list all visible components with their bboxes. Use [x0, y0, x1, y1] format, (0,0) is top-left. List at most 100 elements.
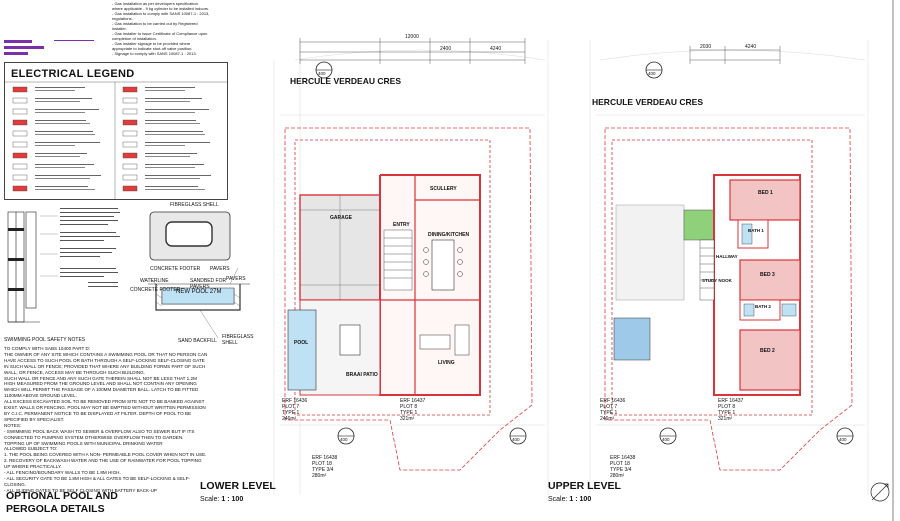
legend-text-line	[35, 178, 90, 179]
pool-shell-label: FIBREGLASS SHELL	[170, 202, 219, 208]
gas-note-line: - Gas installer signage to be provided w…	[112, 41, 191, 46]
legend-text-line	[145, 87, 195, 88]
legend-text-line	[145, 112, 195, 113]
lower-room-dining-kitchen: DINING/KITCHEN	[428, 232, 470, 238]
legend-text-line	[35, 123, 90, 124]
upper-erf-bottom-number: ERF 16438	[610, 455, 636, 461]
upper-section-marker-left: 400	[662, 437, 670, 442]
upper-erf-bottom-area: 280m²	[610, 473, 625, 479]
legend-text-line	[35, 112, 85, 113]
upper-scale-label: Scale:	[548, 496, 568, 503]
safety-notes: SWIMMING POOL SAFETY NOTES TO COMPLY WIT…	[4, 337, 266, 494]
gas-note-line: completion of installation.	[112, 36, 157, 41]
lower-erf-bottom-plot: PLOT 18	[312, 461, 332, 467]
pool-concrete-footer-label: CONCRETE FOOTER	[150, 266, 201, 272]
safety-note-line: - ALL SLIDING GATES TO BE SELF CLOSING W…	[4, 487, 157, 493]
safety-notes-heading: SWIMMING POOL SAFETY NOTES	[4, 337, 86, 343]
safety-note-line: SUCH WALL OR FENCE AND ANY SUCH GATE THE…	[4, 375, 197, 381]
safety-note-line: WALL, OR FENCE, ACCESS MAY BE THROUGH SU…	[4, 369, 145, 375]
legend-text-line	[35, 98, 92, 99]
lower-erf-right-plot: PLOT 8	[400, 404, 418, 410]
lower-section-marker-top: 400	[318, 71, 326, 76]
safety-note-line: 2. RECOVERY OF BACKWASH WATER AND THE US…	[4, 458, 202, 464]
section-title-line-1: OPTIONAL POOL AND	[6, 490, 118, 502]
legend-symbol	[122, 86, 138, 93]
lower-erf-right: ERF 16437 PLOT 8 TYPE 1 321m²	[400, 398, 425, 422]
legend-text-line	[145, 90, 185, 91]
legend-symbol	[122, 108, 138, 115]
safety-note-line: TO COMPLY WITH SABS 10400 PART D:	[4, 346, 91, 351]
pool-pavers-label-2: PAVERS	[226, 276, 246, 282]
legend-text-line	[145, 142, 210, 143]
legend-text-line	[145, 145, 185, 146]
gas-note-line: - Gas installation to comply with SANS 1…	[112, 11, 210, 16]
legend-symbol	[12, 174, 28, 181]
legend-symbol	[12, 86, 28, 93]
gas-note-line: regulations.	[112, 16, 133, 21]
legend-text-line	[145, 186, 198, 187]
upper-room-bath2: BATH 2	[755, 304, 771, 309]
lower-erf-left-plot: PLOT 7	[282, 404, 300, 410]
upper-erf-left-plot: PLOT 7	[600, 404, 618, 410]
safety-note-line: CLOSING.	[4, 481, 26, 487]
legend-symbol	[12, 141, 28, 148]
pool-detail: FIBREGLASS SHELL CONCRETE FOOTER PAVERS …	[0, 198, 270, 348]
legend-text-line	[35, 164, 94, 165]
upper-section-marker-right: 400	[839, 437, 847, 442]
lower-erf-bottom-number: ERF 16438	[312, 455, 338, 461]
lower-erf-left-number: ERF 16436	[282, 398, 308, 404]
upper-erf-bottom-plot: PLOT 18	[610, 461, 630, 467]
legend-symbol	[12, 119, 28, 126]
safety-note-line: EXIST. WALLS OR FENCING. POOL MAY NOT BE…	[4, 405, 206, 411]
legend-text-line	[35, 189, 95, 190]
legend-symbol	[12, 97, 28, 104]
safety-note-line: IN SUCH WALL OR FENCE; PROVIDED THAT WHE…	[4, 363, 206, 369]
upper-room-bed1: BED 1	[758, 190, 773, 196]
gas-note-line: - Gas installer to issue Certificate of …	[112, 31, 208, 36]
upper-erf-right-type: TYPE 1	[718, 410, 736, 416]
safety-note-line: HAVE ACCESS TO SUCH POOL OR BATH THROUGH…	[4, 357, 205, 363]
safety-note-line: 1. THE POOL BEING COVERED WITH A NON- PE…	[4, 452, 207, 458]
safety-note-line: WHICH WILL PERMIT THE PASSAGE OF A 100MM…	[4, 387, 199, 393]
legend-symbol	[122, 130, 138, 137]
upper-erf-right: ERF 16437 PLOT 8 TYPE 1 321m²	[718, 398, 743, 422]
upper-room-bath1: BATH 1	[748, 228, 764, 233]
lower-room-living: LIVING	[438, 360, 455, 366]
legend-text-line	[35, 167, 85, 168]
lower-erf-left: ERF 16436 PLOT 7 TYPE 1 246m²	[282, 398, 307, 422]
lower-room-entry: ENTRY	[393, 222, 410, 228]
lower-erf-right-number: ERF 16437	[400, 398, 426, 404]
legend-symbols	[5, 81, 227, 199]
safety-note-line: THE OWNER OF ANY SITE WHICH CONTAINS A S…	[4, 351, 208, 357]
lower-room-braai-patio: BRAAI PATIO	[346, 372, 378, 378]
upper-erf-bottom: ERF 16438 PLOT 18 TYPE 3/4 280m²	[610, 455, 635, 479]
section-title-line-2: PERGOLA DETAILS	[6, 503, 105, 515]
gas-note-line: appropriate to indicate shut-off valve p…	[112, 46, 193, 51]
safety-note-line: ALLOWED SUBJECT TO:	[4, 446, 58, 452]
legend-symbol	[12, 130, 28, 137]
lower-section-marker-left: 400	[340, 437, 348, 442]
legend-text-line	[35, 156, 80, 157]
lower-room-scullery: SCULLERY	[430, 186, 457, 192]
legend-text-line	[145, 131, 203, 132]
upper-street-name: HERCULE VERDEAU CRES	[592, 97, 703, 107]
lower-scale: Scale: 1 : 100	[200, 496, 243, 503]
safety-note-line: NOTES:	[4, 422, 22, 428]
gas-note-line: - Gas installation to be carried out by …	[112, 21, 198, 26]
safety-note-line: ALL EXCESS EXCAVATED SOIL TO BE REMOVED …	[4, 399, 205, 405]
legend-text-line	[35, 142, 100, 143]
legend-text-line	[145, 134, 205, 135]
gas-note-line: where applicable - 9 kg cylinder to be i…	[112, 6, 210, 11]
legend-symbol	[122, 141, 138, 148]
new-pool-label: NEW POOL 27M	[176, 289, 222, 295]
lower-scale-value: 1 : 100	[221, 496, 244, 503]
upper-room-study: STUDY NOOK	[702, 278, 732, 283]
legend-symbol	[12, 163, 28, 170]
lower-erf-bottom-area: 280m²	[312, 473, 327, 479]
upper-erf-left: ERF 16436 PLOT 7 TYPE 1 246m²	[600, 398, 625, 422]
lower-room-garage: GARAGE	[330, 215, 352, 221]
legend-text-line	[145, 178, 200, 179]
legend-symbol	[12, 108, 28, 115]
upper-scale-value: 1 : 100	[569, 496, 592, 503]
legend-text-line	[145, 109, 209, 110]
